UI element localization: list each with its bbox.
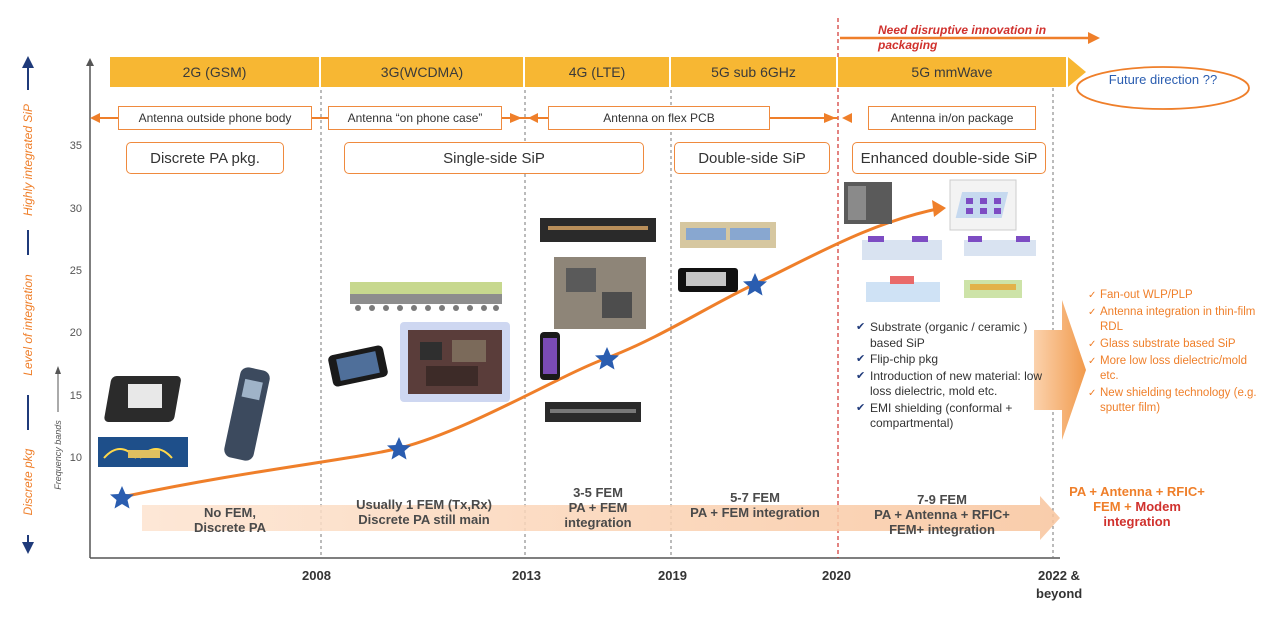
check-icon: ✔ (856, 321, 866, 333)
single-side-sip-image (350, 282, 502, 311)
year-2019: 2019 (658, 568, 687, 583)
package-box-double-side-sip: Double-side SiP (674, 142, 830, 174)
feature-phone-image (224, 367, 270, 461)
year-2022: 2022 & (1038, 568, 1080, 583)
bullet-item: ✔Flip-chip pkg (856, 352, 939, 366)
era-future-text: PA + Antenna + RFIC+ FEM + Modem integra… (1069, 484, 1205, 529)
y-tick-25: 25 (69, 265, 82, 277)
year-beyond: beyond (1036, 586, 1083, 601)
future-item: ✓Glass substrate based SiP (1088, 338, 1236, 350)
integration-up-arrow (22, 56, 34, 68)
y-label-discrete-pkg: Discrete pkg (21, 448, 35, 516)
future-item: ✓New shielding technology (e.g. sputter … (1088, 387, 1257, 414)
integration-down-arrow (22, 542, 34, 554)
check-icon: ✓ (1088, 339, 1097, 350)
module-board-image (400, 322, 510, 402)
bullet-item: ✔Introduction of new material: low loss … (856, 368, 1043, 399)
generation-bar-tail (1068, 57, 1086, 87)
frequency-arrow-icon (55, 366, 61, 374)
era-2g-text: No FEM,Discrete PA (193, 505, 266, 535)
milestone-star-4 (743, 273, 767, 296)
innovation-note: Need disruptive innovation in packaging (878, 23, 1047, 52)
y-tick-10: 10 (69, 452, 82, 464)
year-2008: 2008 (302, 568, 331, 583)
y-label-level-of-integration: Level of integration (21, 274, 35, 376)
bullet-item: ✔Substrate (organic / ceramic ) based Si… (856, 320, 1028, 350)
generation-5g-sub6: 5G sub 6GHz (671, 57, 838, 87)
generation-4g: 4G (LTE) (525, 57, 671, 87)
check-icon: ✔ (856, 401, 866, 414)
year-2020: 2020 (822, 568, 851, 583)
check-icon: ✓ (1088, 356, 1097, 367)
check-icon: ✓ (1088, 307, 1097, 318)
y-tick-35: 35 (69, 140, 82, 152)
check-icon: ✔ (856, 353, 866, 365)
timeline-band-arrow (142, 496, 1060, 540)
antenna-box-in-package: Antenna in/on package (868, 106, 1036, 130)
era-3g-text: Usually 1 FEM (Tx,Rx)Discrete PA still m… (356, 497, 492, 527)
check-icon: ✓ (1088, 388, 1097, 399)
y-label-highly-integrated: Highly integrated SiP (21, 103, 35, 217)
integration-growth-curve (121, 206, 943, 499)
future-direction-label: Future direction ?? (1108, 72, 1218, 87)
milestone-star-1 (110, 486, 134, 509)
check-icon: ✓ (1088, 290, 1097, 301)
package-box-single-side-sip: Single-side SiP (344, 142, 644, 174)
future-technology-list: ✓Fan-out WLP/PLP ✓Antenna integration in… (1088, 288, 1263, 418)
bullet-item: ✔EMI shielding (conformal + compartmenta… (856, 400, 1013, 431)
qfn-chip-image (98, 376, 188, 467)
generation-3g: 3G(WCDMA) (321, 57, 525, 87)
mmwave-package-images (844, 179, 1036, 302)
milestone-star-2 (387, 437, 411, 460)
antenna-box-phone-case: Antenna “on phone case” (328, 106, 502, 130)
future-direction-ellipse (1076, 66, 1250, 110)
future-item: ✓Fan-out WLP/PLP (1088, 289, 1193, 301)
future-item: ✓Antenna integration in thin-film RDL (1088, 306, 1256, 333)
lte-package-images (540, 218, 656, 422)
check-icon: ✔ (856, 369, 866, 382)
smartphone-image (328, 345, 388, 387)
package-box-discrete-pa: Discrete PA pkg. (126, 142, 284, 174)
y-axis-arrow (86, 58, 94, 66)
y-tick-30: 30 (69, 203, 82, 215)
year-2013: 2013 (512, 568, 541, 583)
milestone-star-3 (595, 347, 619, 370)
future-large-arrow (1034, 300, 1086, 440)
milestone-stars (110, 273, 767, 509)
generation-2g: 2G (GSM) (110, 57, 321, 87)
substrate-bullet-list: ✔Substrate (organic / ceramic ) based Si… (856, 320, 1056, 433)
double-side-sip-images (678, 222, 776, 292)
antenna-box-flex-pcb: Antenna on flex PCB (548, 106, 770, 130)
package-box-enhanced-double-side: Enhanced double-side SiP (852, 142, 1046, 174)
y-tick-20: 20 (69, 327, 82, 339)
generation-5g-mmwave: 5G mmWave (838, 57, 1068, 87)
antenna-box-outside-body: Antenna outside phone body (118, 106, 312, 130)
future-item: ✓More low loss dielectric/mold etc. (1088, 355, 1247, 382)
y-tick-15: 15 (69, 390, 82, 402)
